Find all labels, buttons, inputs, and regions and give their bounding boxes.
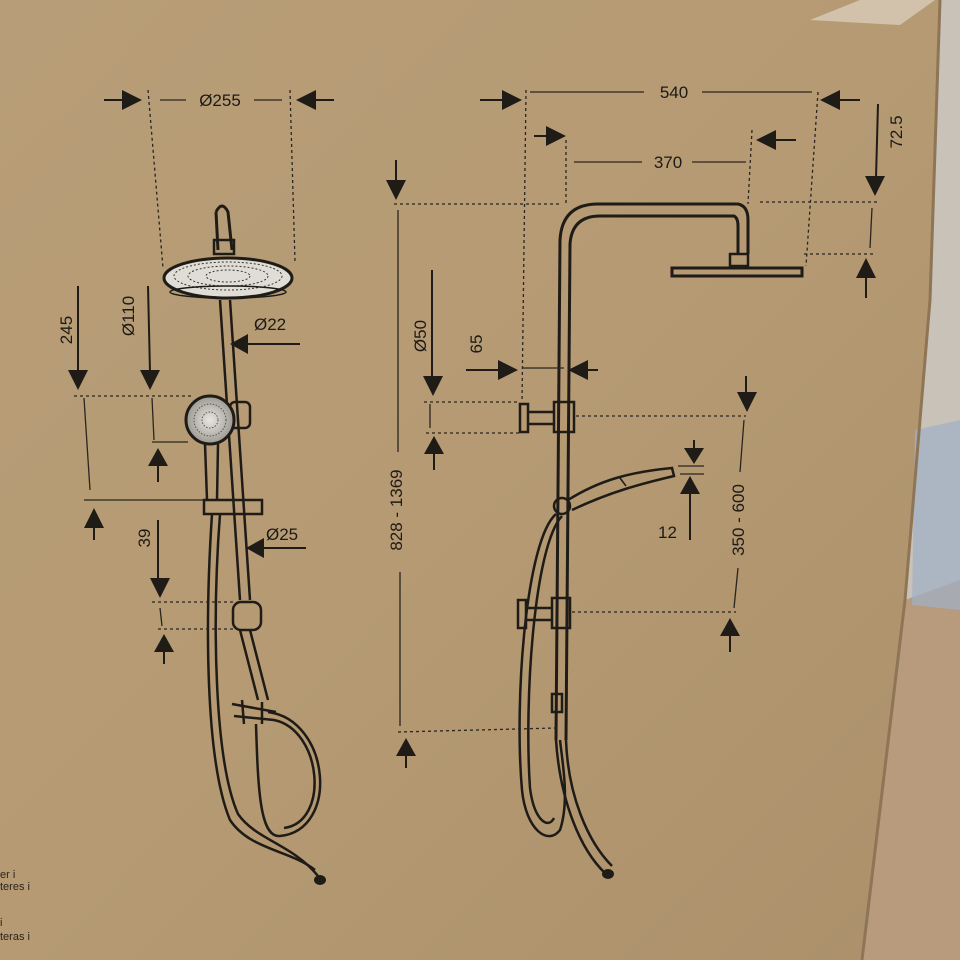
dim-arm-length: 370: [654, 153, 682, 172]
overhead-shower-head: [162, 256, 294, 300]
hand-shower: [184, 394, 236, 501]
edge-text-line: teres i: [0, 881, 30, 893]
left-shower-drawing: Ø255 245 Ø110 Ø22 Ø25 39: [57, 89, 334, 885]
overhead-head-side: [670, 266, 804, 278]
hose-loop: [254, 710, 322, 838]
hand-shower-side: [552, 466, 676, 516]
dim-pipe-lower-diameter: Ø25: [266, 525, 298, 544]
diverter-valve: [231, 699, 277, 725]
dim-bracket-diameter: Ø50: [411, 320, 430, 352]
background-object: [912, 420, 960, 610]
dim-overall-width: 540: [660, 83, 688, 102]
hose-end: [314, 875, 326, 885]
upper-wall-bracket: [552, 400, 576, 434]
dim-handset-thickness: 12: [658, 523, 677, 542]
dim-head-thickness: 72.5: [887, 115, 906, 148]
hose-left: [206, 513, 316, 871]
dim-bracket-gap: 39: [135, 529, 154, 548]
lower-bracket: [231, 600, 263, 632]
riser-rail: [218, 299, 270, 701]
edge-text: er i teres i i teras i: [0, 869, 30, 943]
edge-text-line: er i: [0, 869, 15, 881]
box-edge: [860, 0, 942, 960]
background-floor: [862, 580, 960, 960]
dim-handset-height: 245: [57, 316, 76, 344]
upper-connector: [212, 238, 236, 256]
right-shower-drawing: 540 370 72.5 828 - 1369 Ø50: [386, 83, 906, 879]
dim-handset-diameter: Ø110: [119, 296, 138, 336]
dim-wall-offset: 65: [467, 335, 486, 354]
dim-pipe-upper-diameter: Ø22: [254, 315, 286, 334]
light-glare: [810, 0, 935, 25]
edge-text-line: teras i: [0, 931, 30, 943]
edge-text-line: i: [0, 917, 2, 929]
lower-wall-bracket: [550, 596, 572, 630]
dim-bracket-spacing: 350 - 600: [729, 484, 748, 556]
dim-head-diameter: Ø255: [199, 91, 241, 110]
dim-total-height: 828 - 1369: [387, 469, 406, 550]
slider-bar: [202, 498, 264, 516]
